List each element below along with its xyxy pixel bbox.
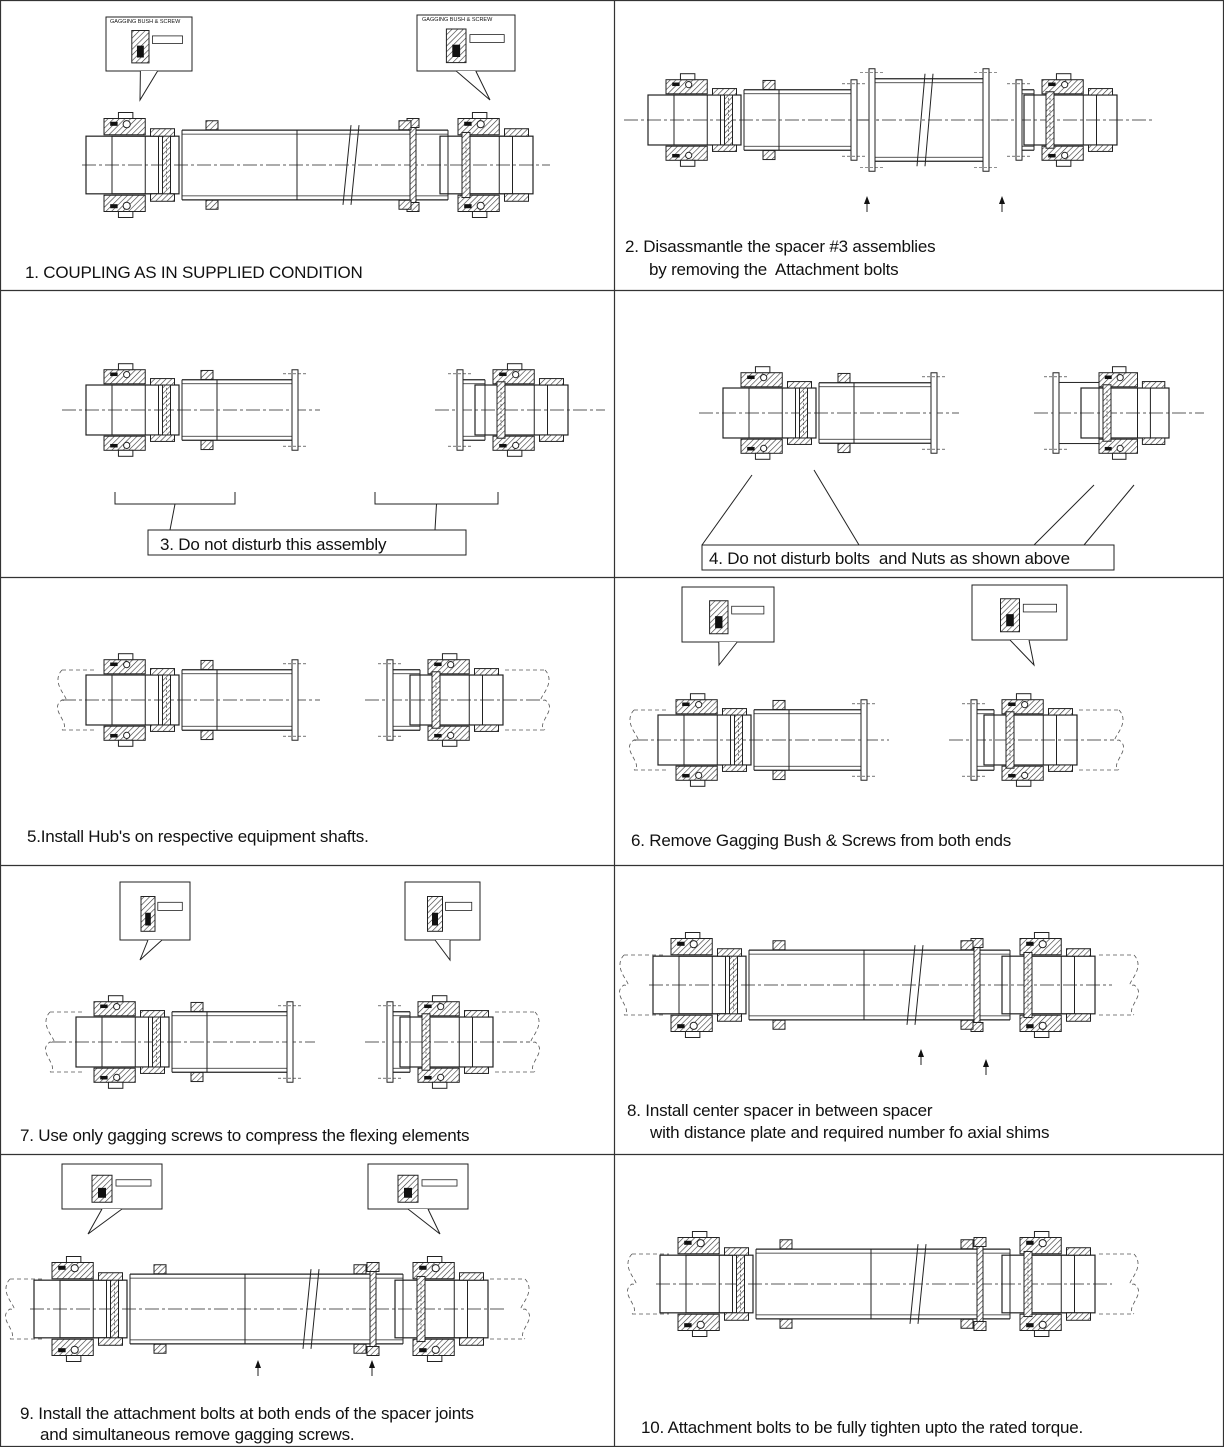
step-5-panel: 5.Install Hub's on respective equipment … — [0, 577, 614, 865]
step-8-caption-line1: 8. Install center spacer in between spac… — [627, 1101, 933, 1120]
hub-with-spacer-inverted-right — [1034, 366, 1204, 460]
coupling-assembly-drawing — [30, 1256, 505, 1362]
step-10-drawing — [627, 1231, 1139, 1337]
step-4-caption-box — [701, 544, 1115, 571]
arrow-marker-1 — [918, 1049, 924, 1065]
bracket-left — [114, 492, 236, 531]
step-2-caption-line2: by removing the Attachment bolts — [649, 260, 899, 279]
hub-with-spacer-left — [52, 995, 315, 1089]
step-8-drawing — [619, 932, 1139, 1075]
step-9-caption-line2: and simultaneous remove gagging screws. — [40, 1425, 355, 1444]
hub-with-spacer-left — [62, 363, 320, 457]
shaft-right — [1099, 954, 1139, 1016]
step-5-drawing — [57, 653, 550, 747]
step-6-caption: 6. Remove Gagging Bush & Screws from bot… — [631, 831, 1012, 850]
hub-with-spacer-right — [435, 363, 605, 457]
coupling-assembly-drawing — [82, 112, 550, 218]
shaft-left — [5, 1278, 45, 1340]
gagging-callout-left — [61, 1163, 163, 1235]
shaft-right — [490, 1278, 530, 1340]
hub-with-spacer-right — [365, 995, 530, 1089]
gagging-callout-right — [971, 584, 1068, 667]
shaft-right — [505, 669, 550, 731]
arrow-marker-1 — [864, 196, 870, 212]
gagging-callout-left — [105, 16, 193, 102]
shaft-right — [1099, 1253, 1139, 1315]
step-8-panel: 8. Install center spacer in between spac… — [614, 865, 1224, 1154]
hub-with-spacer-left — [699, 366, 959, 460]
bracket-right — [374, 492, 499, 531]
hub-with-spacer-right — [949, 693, 1114, 787]
coupling-assembly-drawing — [649, 932, 1112, 1038]
step-7-panel: 7. Use only gagging screws to compress t… — [0, 865, 614, 1154]
hub-with-spacer-left — [62, 653, 320, 747]
hub-with-spacer-left — [634, 693, 889, 787]
callout-label-right: GAGGING BUSH & SCREW — [422, 17, 493, 23]
shaft-left — [45, 1011, 85, 1073]
arrow-marker-2 — [983, 1059, 989, 1075]
step-9-panel: 9. Install the attachment bolts at both … — [0, 1154, 614, 1447]
hub-assembly-left — [624, 73, 879, 167]
step-4-panel: 4. Do not disturb bolts and Nuts as show… — [614, 290, 1224, 577]
step-2-drawing — [624, 68, 1154, 212]
arrow-marker-2 — [369, 1360, 375, 1376]
gagging-callout-right — [367, 1163, 469, 1235]
gagging-callout-left — [119, 881, 191, 961]
hub-assembly-right — [994, 73, 1154, 167]
step-4-caption: 4. Do not disturb bolts and Nuts as show… — [709, 549, 1070, 568]
leader-lines — [701, 469, 1135, 546]
step-3-drawing — [62, 363, 605, 556]
step-6-panel: 6. Remove Gagging Bush & Screws from bot… — [614, 577, 1224, 865]
step-2-caption-line1: 2. Disassmantle the spacer #3 assemblies — [625, 237, 936, 256]
coupling-assembly-drawing — [656, 1231, 1112, 1337]
shaft-left — [619, 954, 664, 1016]
step-2-panel: 2. Disassmantle the spacer #3 assemblies… — [614, 0, 1224, 290]
step-8-caption-line2: with distance plate and required number … — [650, 1123, 1050, 1142]
step-7-drawing — [45, 881, 540, 1089]
step-1-panel: GAGGING BUSH & SCREW GAGGING BUSH & SCRE… — [0, 0, 614, 290]
arrow-marker-1 — [255, 1360, 261, 1376]
step-6-drawing — [629, 584, 1124, 787]
step-9-drawing — [5, 1163, 530, 1376]
callout-label-left: GAGGING BUSH & SCREW — [110, 19, 181, 25]
arrow-marker-2 — [999, 196, 1005, 212]
step-4-drawing — [699, 366, 1204, 571]
step-3-caption: 3. Do not disturb this assembly — [160, 535, 387, 554]
hub-with-spacer-right — [365, 653, 540, 747]
step-10-panel: 10. Attachment bolts to be fully tighten… — [614, 1154, 1224, 1447]
gagging-callout-left — [681, 586, 775, 667]
step-5-caption: 5.Install Hub's on respective equipment … — [27, 827, 369, 846]
step-1-drawing — [82, 14, 550, 218]
gagging-callout-right — [404, 881, 481, 962]
step-1-caption: 1. COUPLING AS IN SUPPLIED CONDITION — [25, 263, 363, 282]
step-9-caption-line1: 9. Install the attachment bolts at both … — [20, 1404, 474, 1423]
step-3-caption-box — [147, 529, 467, 556]
center-spacer — [859, 68, 999, 172]
shaft-right — [495, 1011, 540, 1073]
step-7-caption: 7. Use only gagging screws to compress t… — [20, 1126, 470, 1145]
gagging-callout-right — [416, 14, 516, 101]
step-3-panel: 3. Do not disturb this assembly — [0, 290, 614, 577]
shaft-left — [627, 1253, 669, 1315]
shaft-right — [1079, 709, 1124, 771]
step-10-caption: 10. Attachment bolts to be fully tighten… — [641, 1418, 1083, 1437]
